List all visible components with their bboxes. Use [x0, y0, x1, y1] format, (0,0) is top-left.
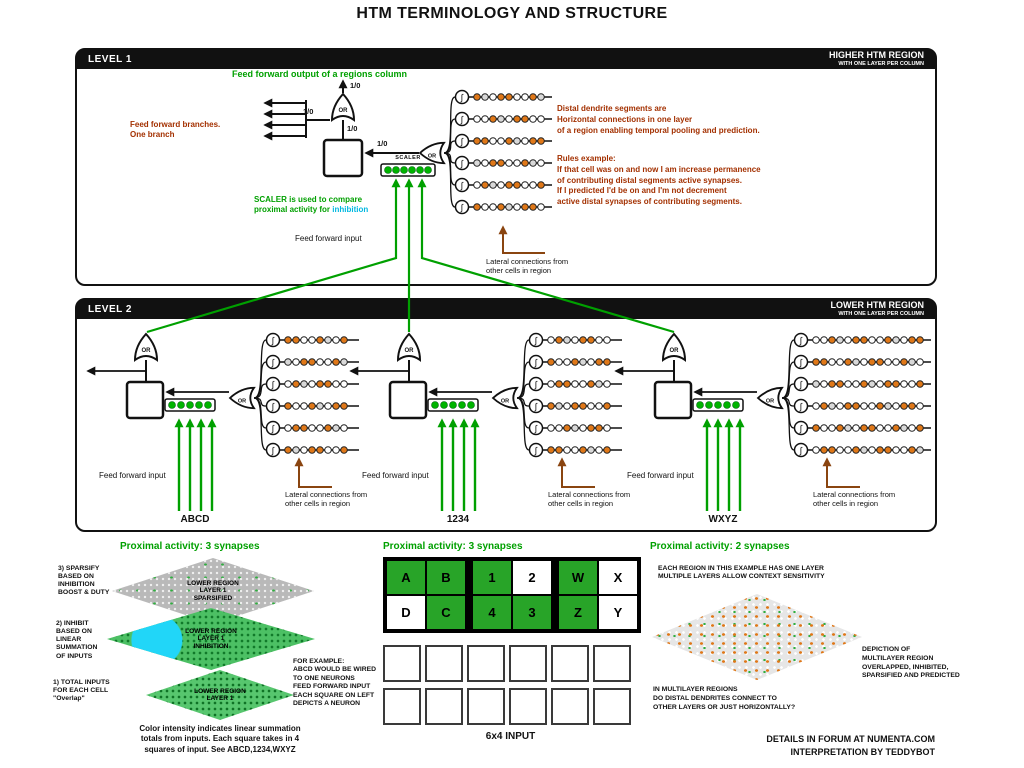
footer-line2: INTERPRETATION BY TEDDYBOT	[790, 747, 935, 757]
level2-column-name-abcd: ABCD	[180, 514, 210, 525]
empty-input-cell	[593, 645, 631, 682]
input-cell-1: 1	[472, 560, 512, 595]
left-panel-caption: Color intensity indicates linear summati…	[139, 724, 301, 754]
right-note-1: EACH REGION IN THIS EXAMPLE HAS ONE LAYE…	[658, 565, 825, 581]
input-cell-X: X	[598, 560, 638, 595]
bit-label-1: 1/0	[350, 81, 361, 90]
empty-input-cell	[551, 645, 589, 682]
input-cell-Z: Z	[558, 595, 598, 630]
level2-ff-input-label-1: Feed forward input	[99, 471, 166, 480]
right-note-3: IN MULTILAYER REGIONS DO DISTAL DENDRITE…	[653, 686, 796, 711]
level1-header-right: HIGHER HTM REGION WITH ONE LAYER PER COL…	[828, 50, 924, 67]
level1-header-right-line1: HIGHER HTM REGION	[828, 50, 924, 61]
level1-region-box: LEVEL 1 HIGHER HTM REGION WITH ONE LAYER…	[75, 48, 937, 286]
level2-lateral-label-3: Lateral connections from other cells in …	[813, 490, 896, 509]
right-note-2: DEPICTION OF MULTILAYER REGION OVERLAPPE…	[862, 646, 960, 680]
level2-header: LEVEL 2 LOWER HTM REGION WITH ONE LAYER …	[76, 299, 936, 319]
empty-input-cell	[509, 688, 547, 725]
level2-header-label: LEVEL 2	[88, 303, 132, 315]
level2-lateral-label-2: Lateral connections from other cells in …	[548, 490, 631, 509]
level1-header-right-line2: WITH ONE LAYER PER COLUMN	[838, 60, 924, 67]
level1-header-label: LEVEL 1	[88, 53, 132, 65]
layer-inhibition-label: LOWER REGION LAYER 1 INHIBITION	[185, 627, 237, 650]
empty-input-cell	[509, 645, 547, 682]
rules-note: Rules example: If that cell was on and n…	[557, 154, 761, 207]
example-note: FOR EXAMPLE: ABCD WOULD BE WIRED TO ONE …	[293, 658, 377, 708]
empty-input-cell	[383, 645, 421, 682]
empty-input-row-2	[383, 688, 631, 725]
empty-input-cell	[383, 688, 421, 725]
scaler-note-cyan: inhibition	[332, 205, 369, 215]
layer-base: LOWER REGION LAYER 1	[146, 670, 294, 720]
step3-label: 3) SPARSIFY BASED ON INHIBITION BOOST & …	[58, 565, 110, 597]
level2-header-right-line2: WITH ONE LAYER PER COLUMN	[838, 310, 924, 317]
multilayer-region-depiction	[652, 594, 862, 680]
level1-header: LEVEL 1 HIGHER HTM REGION WITH ONE LAYER…	[76, 49, 936, 69]
input-cell-Y: Y	[598, 595, 638, 630]
level1-ff-input-label: Feed forward input	[295, 234, 362, 243]
left-panel-title: Proximal activity: 3 synapses	[120, 541, 260, 552]
layer-base-label: LOWER REGION LAYER 1	[194, 687, 246, 702]
scaler-label: SCALER	[395, 155, 421, 161]
input-size-label: 6x4 INPUT	[485, 731, 536, 742]
layer-sparsified-label: LOWER REGION LAYER 1 SPARSIFIED	[187, 579, 239, 602]
level2-column-name-wxyz: WXYZ	[708, 514, 738, 525]
scaler-note: SCALER is used to compare proximal activ…	[254, 195, 368, 216]
layer-inhibition: LOWER REGION LAYER 1 INHIBITION	[107, 608, 315, 670]
input-cell-W: W	[558, 560, 598, 595]
bit-label-4: 1/0	[377, 139, 388, 148]
level1-lateral-label: Lateral connections from other cells in …	[486, 257, 569, 276]
input-cell-2: 2	[512, 560, 552, 595]
middle-panel-title: Proximal activity: 3 synapses	[383, 541, 523, 552]
empty-input-cell	[551, 688, 589, 725]
level2-ff-input-label-3: Feed forward input	[627, 471, 694, 480]
empty-input-row-1	[383, 645, 631, 682]
bit-label-3: 1/0	[347, 124, 358, 133]
empty-input-cell	[593, 688, 631, 725]
level2-header-right: LOWER HTM REGION WITH ONE LAYER PER COLU…	[830, 300, 925, 317]
empty-input-cell	[467, 645, 505, 682]
ff-output-label: Feed forward output of a regions column	[232, 69, 408, 79]
ff-branches-label: Feed forward branches. One branch	[130, 120, 221, 140]
distal-note: Distal dendrite segments are Horizontal …	[557, 104, 760, 135]
input-cell-D: D	[386, 595, 426, 630]
bit-label-2: 1/0	[303, 107, 314, 116]
footer-line1: DETAILS IN FORUM AT NUMENTA.COM	[766, 734, 935, 744]
level2-lateral-label-1: Lateral connections from other cells in …	[285, 490, 368, 509]
level2-header-right-line1: LOWER HTM REGION	[830, 300, 925, 311]
level2-column-name-1234: 1234	[446, 514, 470, 525]
page-title: HTM TERMINOLOGY AND STRUCTURE	[356, 5, 668, 22]
step2-label: 2) INHIBIT BASED ON LINEAR SUMMATION OF …	[56, 620, 98, 660]
empty-input-cell	[425, 645, 463, 682]
input-cell-A: A	[386, 560, 426, 595]
level2-ff-input-label-2: Feed forward input	[362, 471, 429, 480]
input-cell-4: 4	[472, 595, 512, 630]
step1-label: 1) TOTAL INPUTS FOR EACH CELL "Overlap"	[53, 679, 110, 703]
input-cell-C: C	[426, 595, 466, 630]
input-cell-B: B	[426, 560, 466, 595]
right-panel-title: Proximal activity: 2 synapses	[650, 541, 790, 552]
empty-input-cell	[425, 688, 463, 725]
input-cell-3: 3	[512, 595, 552, 630]
level2-region-box: LEVEL 2 LOWER HTM REGION WITH ONE LAYER …	[75, 298, 937, 532]
empty-input-cell	[467, 688, 505, 725]
